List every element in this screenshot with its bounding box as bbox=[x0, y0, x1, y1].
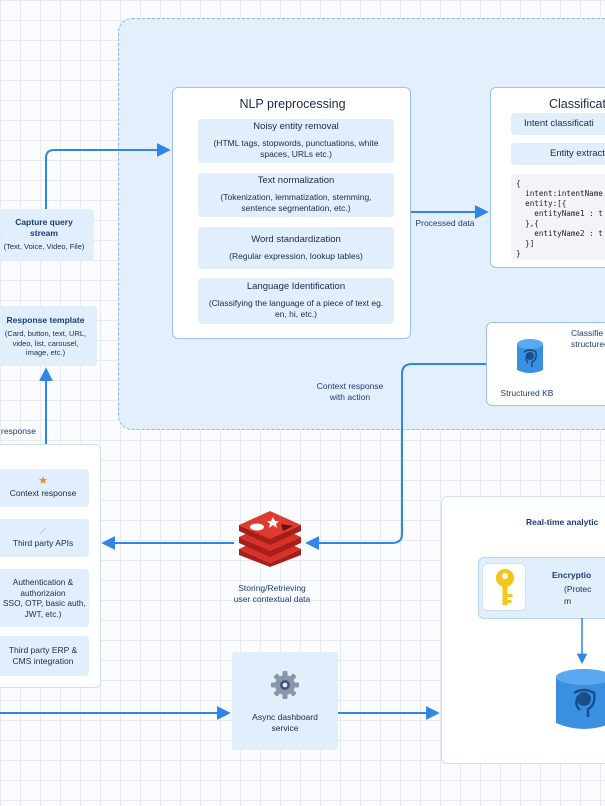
nlp-step-normalization: Text normalization (Tokenization, lemmat… bbox=[198, 173, 394, 217]
async-dashboard-service: Async dashboard service bbox=[232, 652, 338, 750]
response-template: Response template (Card, button, text, U… bbox=[0, 306, 97, 366]
nlp-step-title: Noisy entity removal bbox=[253, 121, 339, 133]
encryption-desc: (Protec m bbox=[564, 584, 592, 606]
nlp-step-desc: (Classifying the language of a piece of … bbox=[208, 297, 384, 320]
link-icon: ⟋ bbox=[39, 525, 47, 536]
processed-data-label: Processed data bbox=[415, 218, 475, 228]
capture-query-stream: Capture query stream (Text, Voice, Video… bbox=[0, 209, 94, 261]
authentication-item: Authentication & authorizaion SSO, OTP, … bbox=[0, 569, 89, 627]
response-template-title: Response template bbox=[6, 314, 85, 325]
third-party-apis-item: ⟋ Third party APIs bbox=[0, 519, 89, 557]
nlp-step-desc: (Regular expression, lookup tables) bbox=[229, 250, 363, 261]
structured-kb-card: Classifie structured Structured KB bbox=[486, 322, 605, 406]
encryption-box: Encryptio (Protec m bbox=[478, 557, 605, 619]
capture-desc: (Text, Voice, Video, File) bbox=[3, 242, 85, 252]
context-response-item: ★ Context response bbox=[0, 469, 89, 507]
database-icon bbox=[554, 669, 605, 733]
context-response-action-label: Context response with action bbox=[316, 381, 384, 402]
nlp-step-title: Language Identification bbox=[246, 281, 346, 293]
nlp-step-noise: Noisy entity removal (HTML tags, stopwor… bbox=[198, 119, 394, 163]
analytics-panel: Real-time analytic Encryptio (Protec m bbox=[441, 496, 605, 764]
nlp-step-title: Text normalization bbox=[257, 175, 335, 187]
structured-title: Classifie structured bbox=[571, 328, 605, 349]
nlp-step-standardization: Word standardization (Regular expression… bbox=[198, 227, 394, 269]
classification-json: { intent:intentName entity:[{ entityName… bbox=[511, 174, 605, 260]
capture-title: Capture query stream bbox=[15, 217, 73, 239]
response-template-desc: (Card, button, text, URL, video, list, c… bbox=[4, 329, 87, 357]
key-icon bbox=[482, 563, 526, 611]
structured-kb-label: Structured KB bbox=[500, 388, 554, 398]
async-label: Async dashboard service bbox=[252, 712, 318, 733]
nlp-step-language: Language Identification (Classifying the… bbox=[198, 278, 394, 324]
database-icon bbox=[515, 338, 545, 376]
erp-cms-item: Third party ERP & CMS integration bbox=[0, 636, 89, 676]
redis-icon bbox=[237, 509, 303, 567]
entity-extraction: Entity extractio bbox=[511, 143, 605, 165]
response-label: response bbox=[1, 426, 36, 436]
encryption-title: Encryptio bbox=[552, 570, 592, 580]
intent-classification: Intent classificati bbox=[511, 113, 605, 135]
nlp-step-desc: (Tokenization, lemmatization, stemming, … bbox=[220, 191, 372, 214]
analytics-title: Real-time analytic bbox=[526, 517, 599, 527]
gear-icon bbox=[270, 670, 300, 700]
star-icon: ★ bbox=[38, 475, 48, 488]
services-panel: ★ Context response ⟋ Third party APIs Au… bbox=[0, 444, 101, 688]
classification-title: Classificat bbox=[549, 97, 605, 111]
classification-card: Classificat Intent classificati Entity e… bbox=[490, 87, 605, 268]
nlp-title: NLP preprocessing bbox=[239, 97, 346, 111]
nlp-preprocessing-card: NLP preprocessing Noisy entity removal (… bbox=[172, 87, 411, 339]
nlp-step-desc: (HTML tags, stopwords, punctuations, whi… bbox=[213, 137, 379, 160]
nlp-step-title: Word standardization bbox=[251, 234, 341, 245]
storing-label: Storing/Retrieving user contextual data bbox=[233, 583, 311, 604]
